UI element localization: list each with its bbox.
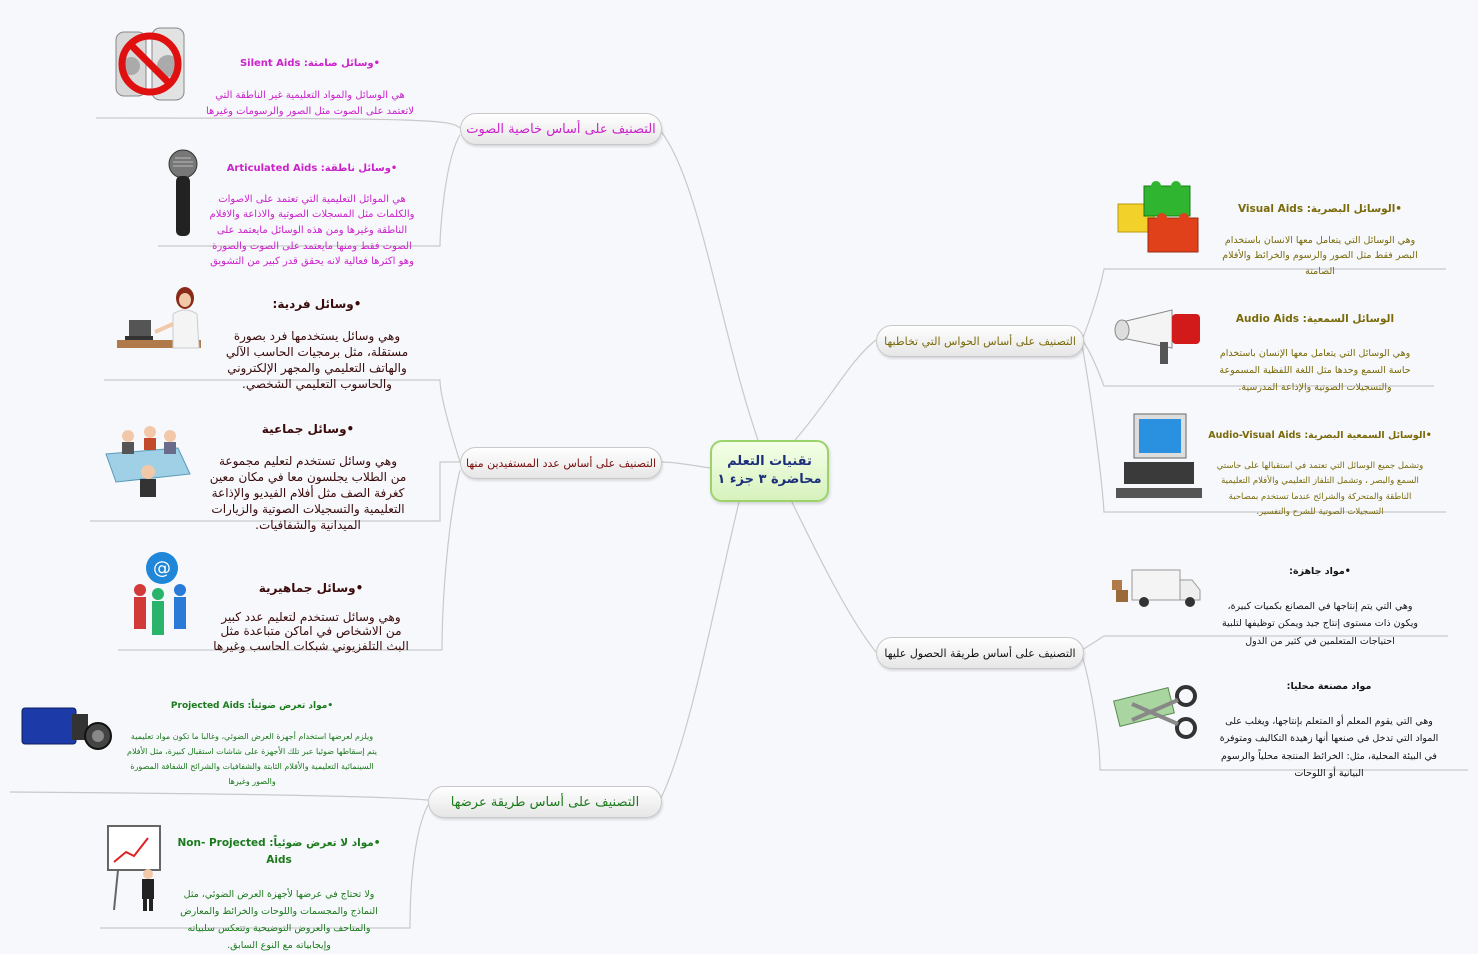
leaf-ready-title: •مواد جاهزة: [1289,565,1351,577]
svg-text:@: @ [153,558,171,579]
leaf-visual-title: •الوسائل البصرية: Visual Aids [1237,202,1403,215]
leaf-nonprojected-body: ولا تحتاج في عرضها لأجهزة العرض الضوئي، … [180,889,378,951]
leaf-mass-title: •وسائل جماهيرية [258,580,364,595]
leaf-audio-body: وهي الوسائل التي يتعامل معها الإنسان باس… [1219,348,1411,393]
leaf-nonprojected-title: •مواد لا تعرض ضوئياً: Non- Projected Aid… [177,837,381,866]
leaf-projected-title: •مواد تعرض ضوئياً: Projected Aids [170,701,334,711]
connector-center-obtain [789,497,877,653]
leaf-ready: •مواد جاهزة: وهي التي يتم إنتاجها في الم… [1204,545,1436,650]
connector-obtain-local [1081,654,1468,771]
leaf-articulated-title: •وسائل ناطقة: Articulated Aids [226,162,398,174]
branch-sound[interactable]: التصنيف على أساس خاصية الصوت [460,113,662,145]
leaf-individual-title: •وسائل فردية: [272,297,362,311]
connector-users-mass [118,469,461,651]
microphone-icon [168,149,198,236]
leaf-visual: •الوسائل البصرية: Visual Aids وهي الوسائ… [1204,186,1436,279]
center-subtitle: محاضرة ٣ جزء ١ [717,472,822,487]
no-sound-speaker-icon [115,27,185,101]
leaf-group-title: •وسائل جماعية [261,422,355,436]
leaf-silent: •وسائل صامتة: Silent Aids هي الوسائل وال… [196,40,424,120]
leaf-silent-title: •وسائل صامتة: Silent Aids [239,58,381,69]
branch-obtain[interactable]: التصنيف على أساس طريقة الحصول عليها [876,637,1084,669]
leaf-audiovisual: •الوسائل السمعية البصرية: Audio-Visual A… [1202,412,1438,521]
leaf-group-body: وهي وسائل تستخدم لتعليم مجموعة من الطلاب… [209,454,407,532]
leaf-local-body: وهي التي يقوم المعلم أو المتعلم بإنتاجها… [1219,715,1439,780]
connector-center-display [659,497,741,801]
scissors-money-icon [1113,685,1197,739]
leaf-ready-body: وهي التي يتم إنتاجها في المصانع بكميات ك… [1222,600,1418,647]
connector-center-users [659,461,711,469]
email-people-icon: @ [134,552,186,635]
connector-senses-visual [1081,268,1446,341]
leaf-audio: الوسائل السمعية: Audio Aids وهي الوسائل … [1200,294,1430,396]
connector-users-group [90,461,460,522]
leaf-projected-body: ويلزم لعرضها استخدام أجهزة العرض الضوئي،… [127,732,377,786]
connector-obtain-ready [1081,635,1448,651]
leaf-nonprojected: •مواد لا تعرض ضوئياً: Non- Projected Aid… [166,818,392,954]
leaf-individual-body: وهي وسائل يستخدمها فرد بصورة مستقلة، مثل… [225,329,409,391]
megaphone-icon [1114,309,1200,364]
connector-display-nonprojected [100,804,429,929]
connector-sound-articulated [158,134,461,247]
leaf-visual-body: وهي الوسائل التي يتعامل معها الانسان باس… [1222,234,1418,277]
connector-center-sound [659,129,759,441]
leaf-projected: •مواد تعرض ضوئياً: Projected Aids ويلزم … [112,684,392,789]
meeting-table-icon [105,426,191,497]
branch-users[interactable]: التصنيف على أساس عدد المستفيدين منها [460,447,662,479]
desktop-computer-icon [1116,413,1202,498]
leaf-individual: •وسائل فردية: وهي وسائل يستخدمها فرد بصو… [210,280,424,392]
connector-center-senses [794,339,877,441]
branch-display[interactable]: التصنيف على أساس طريقة عرضها [428,786,662,818]
delivery-truck-icon [1112,569,1201,607]
leaf-mass-body: وهي وسائل تستخدم لتعليم عدد كبير من الاش… [213,609,409,653]
presenter-board-icon [107,825,161,911]
connector-sound-silent [95,117,461,129]
connector-display-projected [9,791,429,801]
center-topic[interactable]: تقنيات التعلم محاضرة ٣ جزء ١ [710,440,829,502]
leaf-audiovisual-body: وتشمل جميع الوسائل التي تعتمد في استقبال… [1216,460,1424,518]
leaf-local-title: مواد مصنعة محليا: [1286,680,1372,692]
lego-bricks-icon [1117,181,1199,253]
connector-senses-audiovisual [1081,344,1446,513]
leaf-group: •وسائل جماعية وهي وسائل تستخدم لتعليم مج… [192,405,424,533]
leaf-local: مواد مصنعة محليا: وهي التي يقوم المعلم أ… [1202,660,1456,783]
leaf-audio-title: الوسائل السمعية: Audio Aids [1235,313,1395,325]
leaf-audiovisual-title: •الوسائل السمعية البصرية: Audio-Visual A… [1208,429,1432,441]
leaf-silent-body: هي الوسائل والمواد التعليمية غير الناطقة… [205,90,414,117]
leaf-articulated-body: هي الموائل التعليمية التي تعتمد على الاص… [209,193,415,268]
branch-senses[interactable]: التصنيف على أساس الحواس التي تخاطبها [876,325,1084,357]
connector-users-individual [104,379,461,463]
leaf-articulated: •وسائل ناطقة: Articulated Aids هي الموائ… [200,145,424,270]
woman-at-computer-icon [117,287,201,349]
leaf-mass: •وسائل جماهيرية وهي وسائل تستخدم لتعليم … [198,566,424,653]
video-camera-icon [21,707,112,750]
center-title: تقنيات التعلم [727,454,812,469]
connector-senses-audio [1081,339,1434,387]
